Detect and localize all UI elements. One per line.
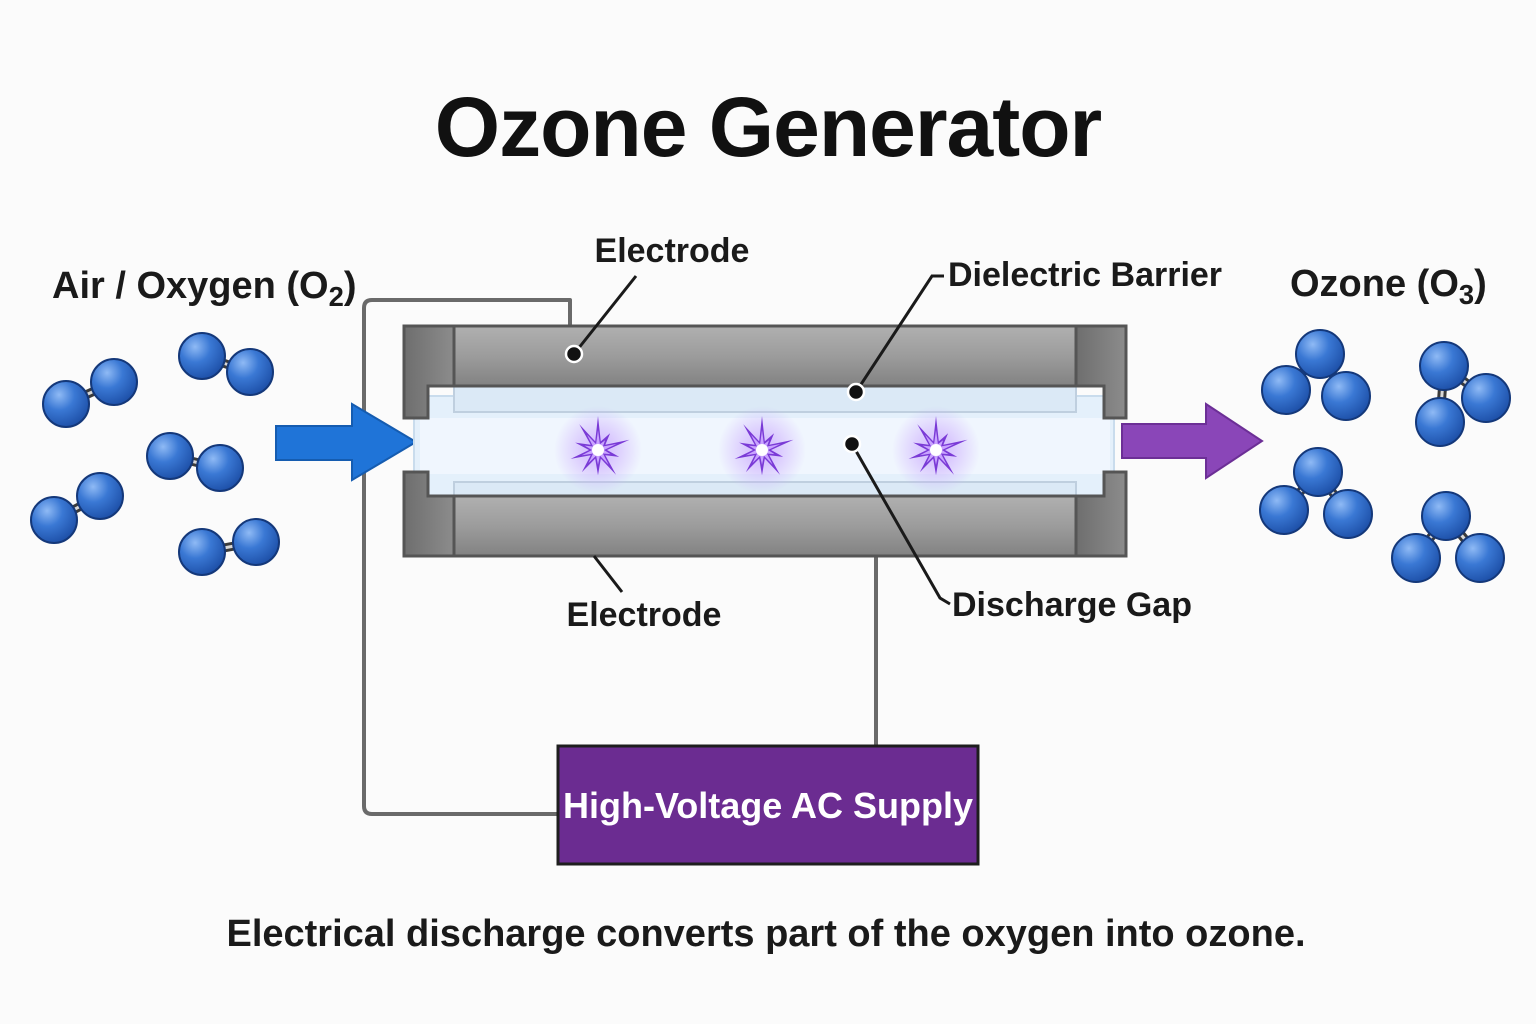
o2-molecule <box>178 518 280 576</box>
input-label-subscript: 2 <box>329 281 344 312</box>
oxygen-atom <box>1293 447 1343 497</box>
dot-gap <box>842 434 862 454</box>
input-label: Air / Oxygen (O2) <box>52 265 357 312</box>
oxygen-atom <box>76 472 124 520</box>
oxygen-atom <box>1391 533 1441 583</box>
leader-electrode-bottom <box>592 555 624 593</box>
oxygen-atom <box>1259 485 1309 535</box>
oxygen-atom <box>226 348 274 396</box>
leader-electrode-top <box>572 275 638 355</box>
oxygen-atom <box>178 528 226 576</box>
o2-molecule <box>42 358 138 428</box>
output-label-close: ) <box>1474 263 1487 305</box>
oxygen-atom <box>90 358 138 406</box>
oxygen-atom <box>1295 329 1345 379</box>
cap-top-right <box>1074 324 1128 420</box>
power-supply: High-Voltage AC Supply <box>556 744 980 866</box>
oxygen-atom <box>1323 489 1373 539</box>
oxygen-molecules <box>30 332 280 576</box>
spark <box>892 406 980 494</box>
power-supply-label: High-Voltage AC Supply <box>563 785 973 826</box>
leader-dielectric <box>854 274 944 393</box>
spark <box>554 406 642 494</box>
oxygen-atom <box>196 444 244 492</box>
oxygen-atom <box>30 496 78 544</box>
oxygen-atom <box>1455 533 1505 583</box>
oxygen-atom <box>1461 373 1511 423</box>
input-label-text: Air / Oxygen (O <box>52 265 329 307</box>
leader-gap <box>850 443 951 606</box>
electrode-top <box>402 324 1128 388</box>
cap-bottom-right <box>1074 470 1128 558</box>
oxygen-atom <box>1419 341 1469 391</box>
power-supply-box <box>556 744 980 866</box>
oxygen-atom <box>1321 371 1371 421</box>
oxygen-atom <box>146 432 194 480</box>
leader-lines <box>572 274 951 606</box>
o2-molecule <box>178 332 274 396</box>
spark <box>718 406 806 494</box>
o2-molecule <box>146 432 244 492</box>
input-label-close: ) <box>344 265 357 307</box>
cap-top-left <box>402 324 456 420</box>
o3-molecule <box>1261 329 1371 421</box>
oxygen-atom <box>178 332 226 380</box>
spark-core <box>756 444 768 456</box>
inflow-arrow <box>275 402 418 482</box>
wire-left <box>362 298 572 816</box>
dielectric-label: Dielectric Barrier <box>948 256 1222 294</box>
output-label-subscript: 3 <box>1459 279 1474 310</box>
gap-label: Discharge Gap <box>952 586 1192 624</box>
dot-electrode-top <box>564 344 584 364</box>
oxygen-atom <box>1261 365 1311 415</box>
oxygen-atom <box>42 380 90 428</box>
electrode-end-caps <box>402 324 1128 558</box>
o2-molecule <box>30 472 124 544</box>
oxygen-atom <box>1421 491 1471 541</box>
output-label-text: Ozone (O <box>1290 263 1459 305</box>
cap-bottom-left <box>402 470 456 558</box>
oxygen-atom <box>232 518 280 566</box>
oxygen-atom <box>1415 397 1465 447</box>
o3-molecule <box>1391 491 1505 583</box>
wires <box>362 298 878 816</box>
spark-core <box>930 444 942 456</box>
outflow-arrow <box>1121 402 1264 480</box>
o3-molecule <box>1415 341 1511 447</box>
electrode-bottom-label: Electrode <box>567 596 722 634</box>
o3-molecule <box>1259 447 1373 539</box>
electrode-bottom <box>402 494 1128 558</box>
page-title: Ozone Generator <box>435 80 1102 174</box>
discharge-sparks <box>554 406 980 494</box>
dot-dielectric <box>846 382 866 402</box>
spark-core <box>592 444 604 456</box>
output-label: Ozone (O3) <box>1290 263 1487 310</box>
electrode-top-label: Electrode <box>595 232 750 270</box>
leader-dots <box>564 344 866 454</box>
caption: Electrical discharge converts part of th… <box>226 913 1305 955</box>
ozone-molecules <box>1259 329 1511 583</box>
